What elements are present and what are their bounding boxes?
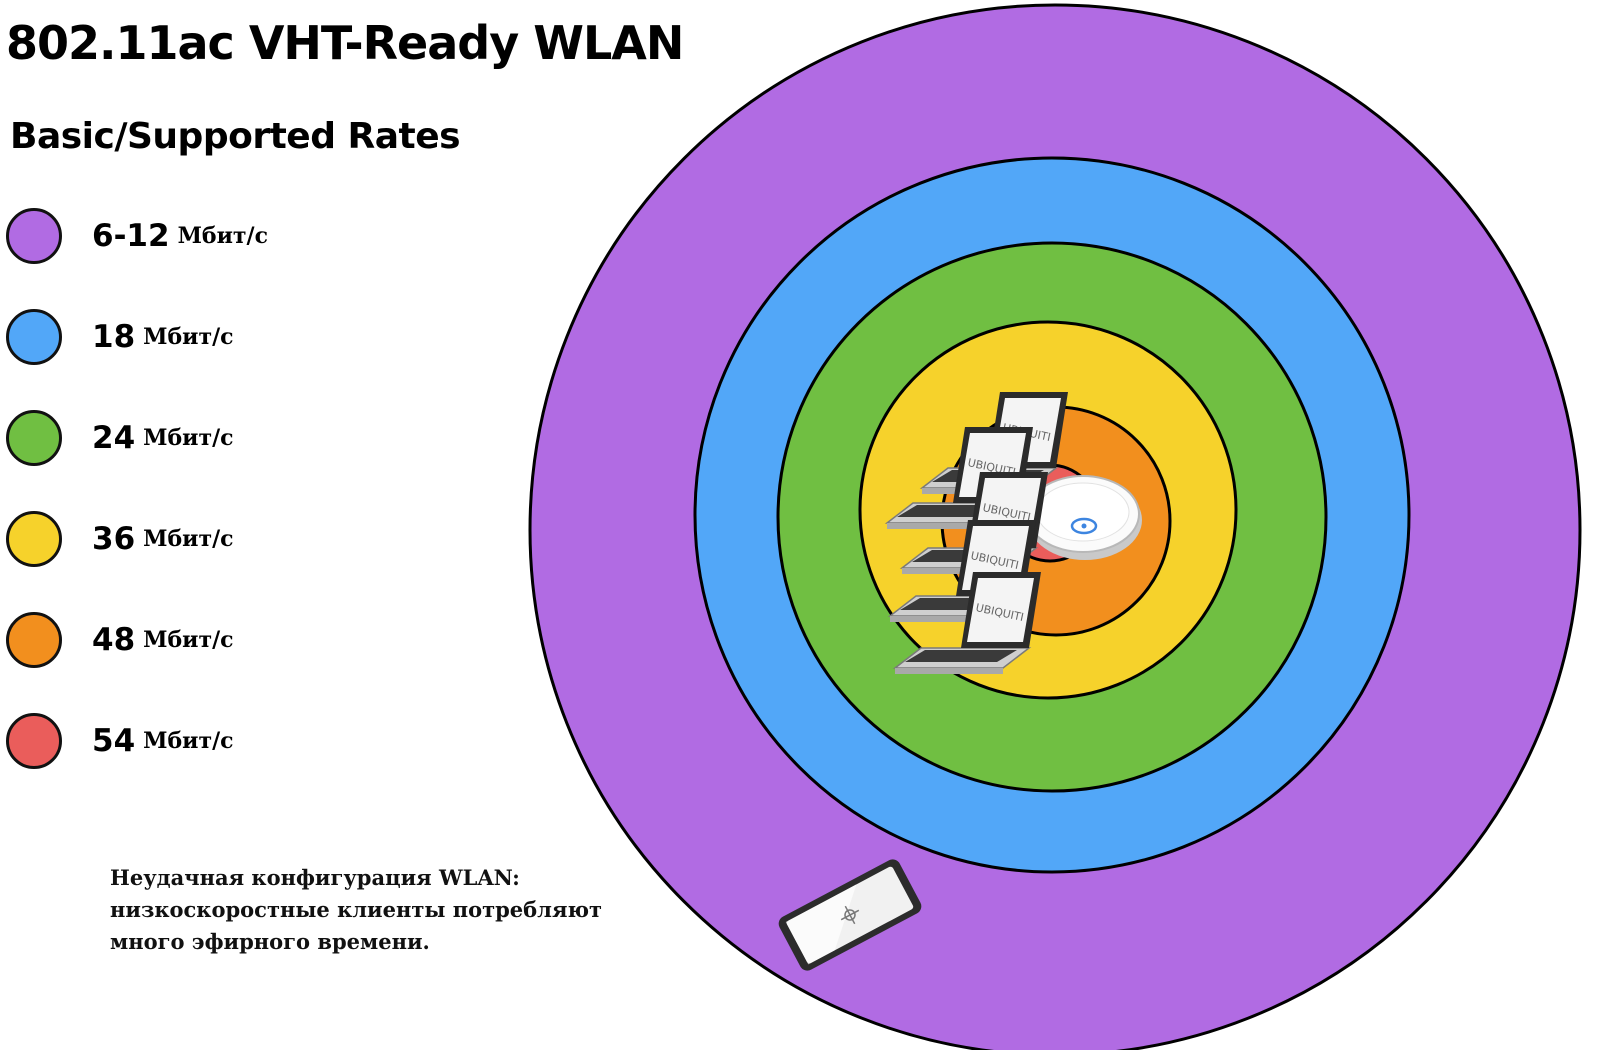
page-subtitle: Basic/Supported Rates: [10, 116, 461, 157]
laptop-icon: UBIQUITI: [892, 572, 1041, 674]
legend-item-18: 18 Мбит/с: [6, 309, 366, 371]
legend-item-54: 54 Мбит/с: [6, 713, 366, 775]
legend-swatch: [6, 309, 62, 365]
legend-item-6-12: 6-12 Мбит/с: [6, 208, 366, 270]
caption-line: низкоскоростные клиенты потребляют: [110, 897, 603, 922]
legend-swatch: [6, 612, 62, 668]
legend-unit: Мбит/с: [143, 526, 234, 552]
legend-swatch: [6, 713, 62, 769]
legend-rate: 36: [92, 521, 136, 557]
legend-unit: Мбит/с: [143, 728, 234, 754]
legend-item-24: 24 Мбит/с: [6, 410, 366, 472]
legend-unit: Мбит/с: [143, 425, 234, 451]
legend-item-36: 36 Мбит/с: [6, 511, 366, 573]
legend-unit: Мбит/с: [177, 223, 268, 249]
legend-item-48: 48 Мбит/с: [6, 612, 366, 674]
legend-swatch: [6, 511, 62, 567]
laptop-group: UBIQUITIUBIQUITIUBIQUITIUBIQUITIUBIQUITI: [884, 392, 1068, 674]
caption-line: много эфирного времени.: [110, 929, 430, 954]
legend-rate: 48: [92, 622, 136, 658]
legend-rate: 6-12: [92, 218, 170, 254]
caption-line: Неудачная конфигурация WLAN:: [110, 865, 520, 890]
legend-unit: Мбит/с: [143, 324, 234, 350]
caption: Неудачная конфигурация WLAN: низкоскорос…: [110, 862, 670, 958]
legend-swatch: [6, 208, 62, 264]
page-title: 802.11ac VHT-Ready WLAN: [6, 16, 684, 70]
legend-rate: 54: [92, 723, 136, 759]
access-point-icon: [1026, 475, 1142, 560]
tablet-icon: [778, 859, 922, 971]
legend-unit: Мбит/с: [143, 627, 234, 653]
legend-rate: 24: [92, 420, 136, 456]
legend-swatch: [6, 410, 62, 466]
legend-rate: 18: [92, 319, 136, 355]
